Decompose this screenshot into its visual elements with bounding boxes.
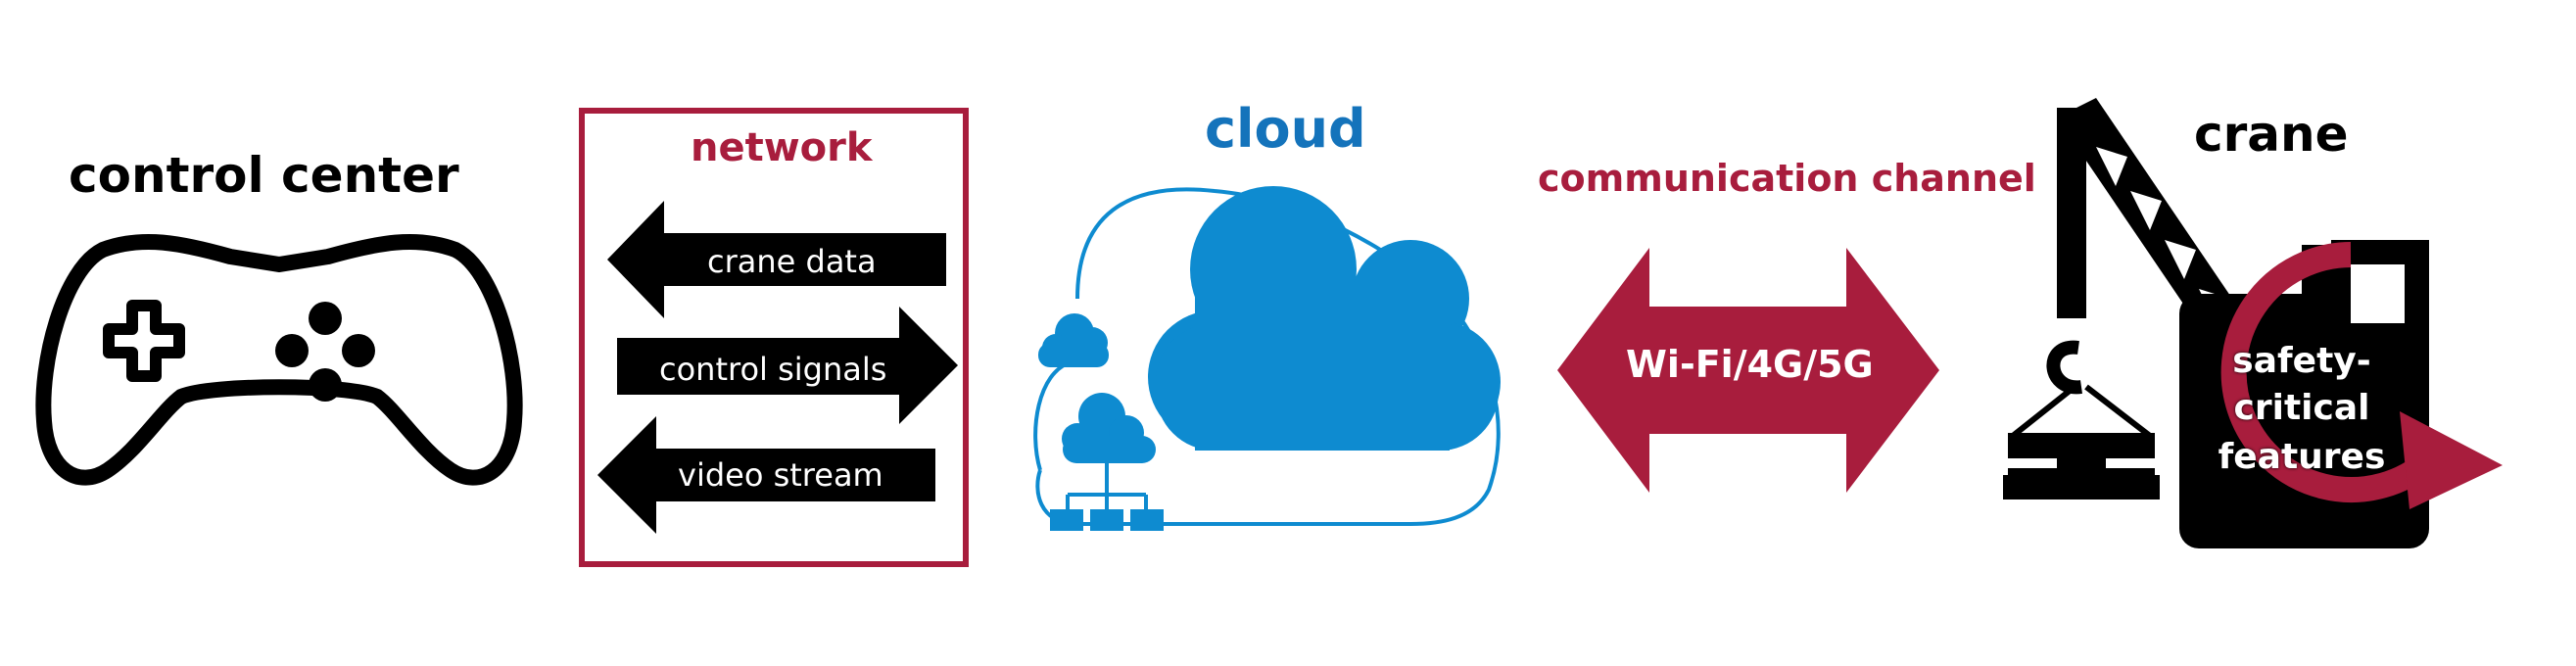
wifi-double-arrow [1557,248,1939,493]
crane-data-arrow [607,201,946,318]
communication-channel-title: communication channel [1538,157,2036,200]
crane-title: crane [2194,106,2349,163]
safety-line: safety- [2232,341,2371,381]
video-stream-arrow [597,416,935,534]
control-signals-arrow [617,307,958,424]
safety-line: features [2218,437,2386,477]
cloud-icon [1033,186,1501,526]
control-signals-label: control signals [659,351,887,388]
control-center-title: control center [69,147,459,204]
cycle-arrow-icon [2220,242,2503,509]
safety-line: critical [2233,388,2370,428]
gamepad-icon [35,233,523,486]
cloud-title: cloud [1205,98,1366,160]
network-box [579,108,969,567]
network-title: network [691,125,873,170]
network-hierarchy-icon [1050,462,1164,531]
wifi-label: Wi-Fi/4G/5G [1626,343,1874,386]
video-stream-label: video stream [678,456,883,494]
crane-data-label: crane data [707,243,877,280]
